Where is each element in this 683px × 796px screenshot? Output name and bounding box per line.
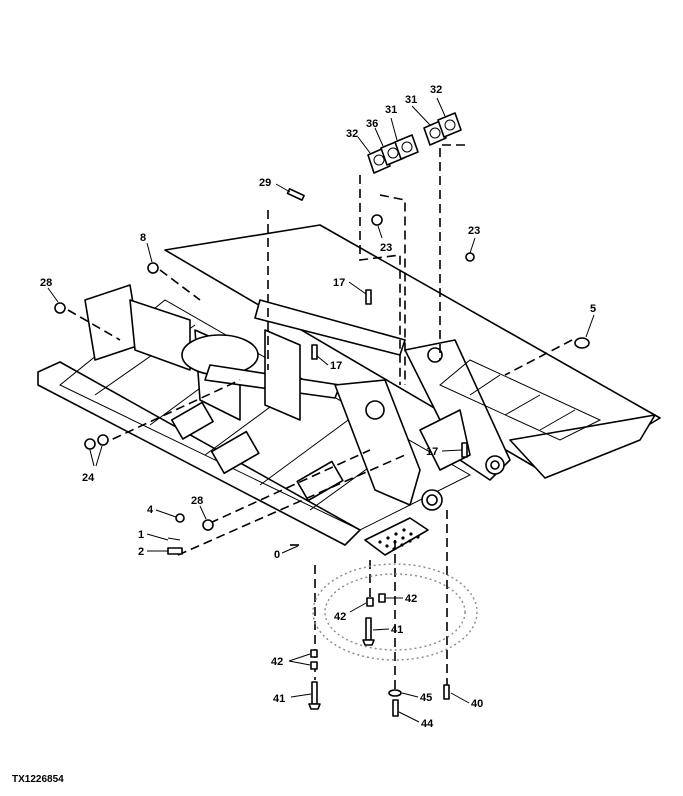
boom-mount-plate (419, 409, 471, 471)
callout-29: 29 (259, 177, 271, 189)
callout-41: 41 (273, 693, 285, 705)
boom-pin-bore (426, 494, 438, 506)
bolt-17 (461, 442, 468, 458)
callout-40: 40 (471, 698, 483, 710)
callout-23: 23 (380, 242, 392, 254)
bolt-17 (365, 289, 372, 305)
shim-2 (167, 547, 183, 555)
floor-plate (439, 359, 602, 441)
callout-42: 42 (271, 656, 283, 668)
callout-4: 4 (147, 504, 154, 516)
callout-36: 36 (366, 118, 378, 130)
nut-28 (54, 302, 66, 314)
step-plate (364, 517, 429, 556)
pin-bore (365, 400, 385, 420)
callout-42: 42 (334, 611, 346, 623)
callout-32: 32 (346, 128, 358, 140)
figure-id: TX1226854 (12, 774, 64, 785)
rear-bracket (129, 299, 191, 371)
pin-29 (286, 188, 305, 201)
shim-32 (437, 112, 462, 138)
boom-mount-left (334, 379, 421, 506)
callout-28: 28 (40, 277, 52, 289)
bolt-41 (311, 681, 318, 705)
bushing-42 (310, 649, 318, 658)
explode-line (439, 144, 465, 360)
main-frame (37, 224, 661, 556)
boom-pin-bore (490, 460, 500, 470)
callout-0: 0 (274, 549, 280, 561)
explode-line (379, 194, 406, 385)
explode-line (504, 339, 573, 376)
shim-stack-right (423, 112, 462, 146)
nut-28 (202, 519, 214, 531)
explode-line (209, 449, 371, 524)
shim-stack-left (367, 134, 419, 174)
washer-45 (388, 689, 402, 697)
callout-2: 2 (138, 546, 144, 558)
step-plate-holes (378, 528, 420, 551)
washer-24 (97, 434, 109, 446)
explode-line (159, 269, 201, 301)
explode-lines (67, 144, 573, 690)
callout-31: 31 (385, 104, 397, 116)
center-box (264, 329, 301, 421)
bolt-40 (443, 684, 450, 700)
floor-cutout (210, 430, 260, 475)
hardware (54, 188, 590, 717)
bushing-42 (310, 661, 318, 670)
callout-17: 17 (330, 360, 342, 372)
floor-cutout (170, 401, 214, 440)
callout-labels: 32 36 31 31 32 29 23 23 8 28 5 17 17 17 … (40, 84, 596, 730)
bolt-17 (311, 344, 318, 360)
nut-8 (147, 262, 159, 274)
callout-41: 41 (391, 624, 403, 636)
floor-cutout (296, 460, 344, 502)
bushing-42 (366, 597, 374, 607)
callout-8: 8 (140, 232, 146, 244)
washer-24 (84, 438, 96, 450)
cross-member (469, 374, 501, 396)
explode-line (99, 379, 241, 446)
swing-bearing-ring (312, 563, 478, 661)
explode-line (67, 309, 121, 341)
callout-1: 1 (138, 529, 144, 541)
front-end-plate (509, 414, 656, 479)
bolt-44 (392, 699, 399, 717)
callout-24: 24 (82, 472, 95, 484)
callout-45: 45 (420, 692, 432, 704)
callout-31: 31 (405, 94, 417, 106)
explode-line (359, 175, 401, 385)
shim-31 (394, 134, 419, 160)
cross-member (504, 394, 541, 416)
leader-lines (47, 97, 595, 723)
callout-23: 23 (468, 225, 480, 237)
bushing-42 (378, 593, 386, 603)
left-side-rail (37, 361, 361, 546)
nut-23 (371, 214, 383, 226)
plug-5 (574, 337, 590, 349)
callout-17: 17 (333, 277, 345, 289)
callout-17: 17 (426, 446, 438, 458)
callout-5: 5 (590, 303, 596, 315)
pin-bore (427, 347, 443, 363)
cross-member (259, 414, 356, 486)
cross-member (539, 409, 576, 431)
callout-44: 44 (421, 718, 434, 730)
callout-42: 42 (405, 593, 417, 605)
callout-28: 28 (191, 495, 203, 507)
bolt-41 (365, 617, 372, 641)
nut-23 (465, 252, 475, 262)
callout-32: 32 (430, 84, 442, 96)
bolt-4 (175, 513, 185, 523)
